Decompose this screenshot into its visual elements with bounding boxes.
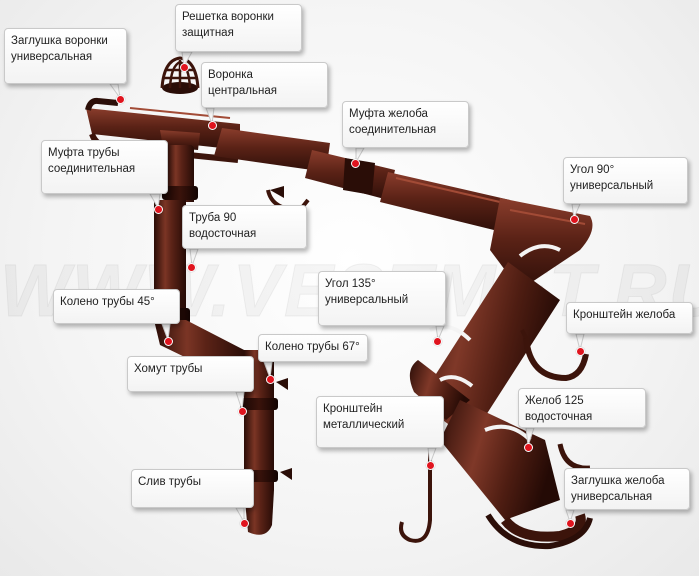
metal-bracket — [399, 440, 432, 543]
label-khomut-truby: Хомут трубы — [134, 363, 203, 375]
label-zhelob-125: Желоб 125 водосточная — [525, 395, 593, 423]
marker-dot — [266, 375, 275, 384]
callout-reshetka-voronki: Решетка воронки защитная — [175, 4, 302, 52]
label-mufta-truby: Муфта трубы соединительная — [48, 147, 136, 175]
marker-dot — [208, 121, 217, 130]
marker-dot — [164, 337, 173, 346]
marker-dot — [238, 407, 247, 416]
callout-zaglushka-voronki: Заглушка воронки универсальная — [4, 28, 127, 84]
marker-dot — [240, 519, 249, 528]
callout-ugol-90: Угол 90° универсальный — [563, 157, 688, 204]
label-ugol-135: Угол 135° универсальный — [325, 278, 409, 306]
marker-dot — [426, 461, 435, 470]
marker-dot — [433, 337, 442, 346]
label-koleno-67: Колено трубы 67° — [265, 341, 360, 353]
callout-koleno-45: Колено трубы 45° — [53, 289, 180, 324]
marker-dot — [187, 263, 196, 272]
marker-dot — [116, 95, 125, 104]
marker-dot — [351, 159, 360, 168]
label-sliv-truby: Слив трубы — [138, 476, 202, 488]
callout-truba-90: Труба 90 водосточная — [182, 205, 307, 249]
callout-ugol-135: Угол 135° универсальный — [318, 271, 446, 326]
label-mufta-zheloba: Муфта желоба соединительная — [349, 108, 437, 136]
callout-zhelob-125: Желоб 125 водосточная — [518, 388, 646, 428]
funnel-outlet — [160, 130, 200, 167]
label-reshetka-voronki: Решетка воронки защитная — [182, 11, 274, 39]
label-truba-90: Труба 90 водосточная — [189, 212, 257, 240]
marker-dot — [576, 347, 585, 356]
label-ugol-90: Угол 90° универсальный — [570, 164, 654, 192]
callout-khomut-truby: Хомут трубы — [127, 356, 254, 392]
label-koleno-45: Колено трубы 45° — [60, 296, 155, 308]
marker-dot — [524, 443, 533, 452]
label-zaglushka-zheloba: Заглушка желоба универсальная — [571, 475, 665, 503]
label-kronshtein-metall: Кронштейн металлический — [323, 403, 405, 431]
callout-sliv-truby: Слив трубы — [131, 469, 254, 508]
callout-mufta-truby: Муфта трубы соединительная — [41, 140, 168, 194]
label-zaglushka-voronki: Заглушка воронки универсальная — [11, 35, 108, 63]
callout-zaglushka-zheloba: Заглушка желоба универсальная — [564, 468, 690, 510]
callout-mufta-zheloba: Муфта желоба соединительная — [342, 101, 469, 148]
label-voronka: Воронка центральная — [208, 69, 277, 97]
marker-dot — [154, 205, 163, 214]
marker-dot — [180, 63, 189, 72]
label-kronshtein-zheloba: Кронштейн желоба — [573, 309, 676, 321]
callout-kronshtein-zheloba: Кронштейн желоба — [566, 302, 693, 334]
gutter-diagonal — [409, 262, 593, 550]
marker-dot — [570, 215, 579, 224]
callout-voronka: Воронка центральная — [201, 62, 328, 108]
callout-koleno-67: Колено трубы 67° — [258, 334, 368, 362]
marker-dot — [566, 519, 575, 528]
callout-kronshtein-metall: Кронштейн металлический — [316, 396, 444, 448]
